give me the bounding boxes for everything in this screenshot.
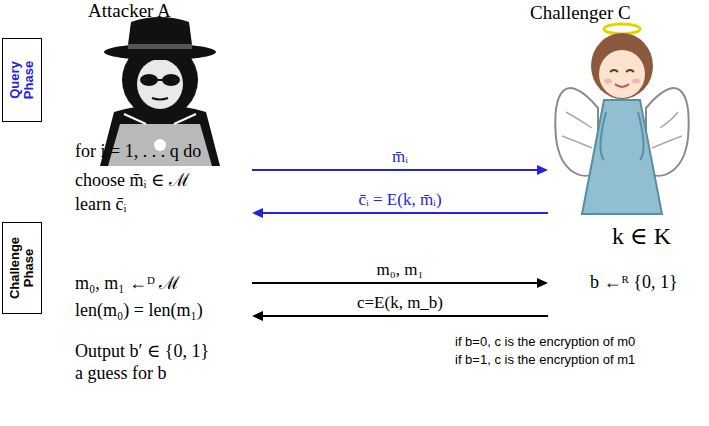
math-text: Output b′ ∈ {0, 1}: [75, 340, 209, 362]
arrow-head: [537, 278, 548, 288]
arrow-line: [261, 315, 548, 317]
role-title: Challenger C: [530, 2, 631, 24]
phase-label: Challenge Phase: [8, 228, 37, 308]
math-text: for i = 1, . . . q do: [75, 141, 201, 162]
message-label: m̄ᵢ: [390, 147, 410, 167]
note-text: if b=1, c is the encryption of m1: [455, 352, 635, 367]
arrow-line: [252, 169, 539, 171]
math-text: m₀, m₁ ←ᴰ ℳ: [75, 270, 180, 294]
arrow-line: [261, 212, 548, 214]
message-label: c=E(k, m_b): [355, 293, 445, 313]
math-text: k ∈ K: [612, 222, 671, 250]
role-title: Attacker A: [88, 0, 171, 22]
math-text: a guess for b: [75, 363, 166, 384]
arrow-head: [252, 311, 263, 321]
phase-label: Query Phase: [8, 52, 37, 108]
arrow-head: [537, 165, 548, 175]
note-text: if b=0, c is the encryption of m0: [455, 334, 635, 349]
arrow-head: [252, 208, 263, 218]
arrow-line: [252, 282, 539, 284]
math-text: learn c̄ᵢ: [75, 194, 126, 215]
math-text: len(m₀) = len(m₁): [75, 300, 203, 321]
phase-box: Challenge Phase: [2, 222, 42, 314]
phase-box: Query Phase: [2, 38, 42, 122]
message-label: c̄ᵢ = E(k, m̄ᵢ): [356, 190, 443, 210]
math-text: choose m̄ᵢ ∈ ℳ: [75, 167, 190, 191]
angel-illustration: [555, 24, 688, 214]
message-label: m₀, m₁: [375, 260, 426, 280]
math-text: b ←ᴿ {0, 1}: [590, 272, 678, 293]
